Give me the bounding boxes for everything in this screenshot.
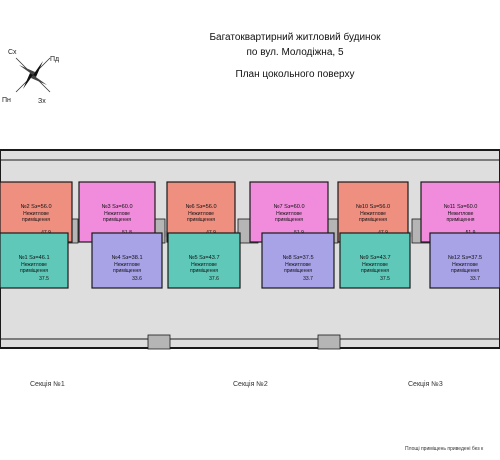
compass-label-se: Зх bbox=[38, 98, 46, 105]
section-label-1: Секція №1 bbox=[30, 381, 65, 388]
room-kind-2: приміщення bbox=[22, 217, 50, 223]
room-area: 37.5 bbox=[380, 276, 390, 282]
plan-title-line3: План цокольного поверху bbox=[235, 69, 355, 80]
room-name: №3 Sз=60.0 bbox=[101, 204, 132, 210]
room-kind-1: Нежитлове bbox=[104, 211, 130, 217]
room-kind-1: Нежитлове bbox=[21, 262, 47, 268]
room-kind-1: Нежитлове bbox=[362, 262, 388, 268]
plan-title-line2: по вул. Молодіжна, 5 bbox=[246, 47, 344, 58]
section-label-3: Секція №3 bbox=[408, 381, 443, 388]
room-kind-2: приміщення bbox=[190, 268, 218, 274]
room-kind-2: приміщення bbox=[361, 268, 389, 274]
room-kind-1: Нежитлове bbox=[285, 262, 311, 268]
top-room-1: №2 Sз=56.0Нежитловеприміщення47.9 bbox=[0, 181, 73, 243]
section-label-2: Секція №2 bbox=[233, 381, 268, 388]
compass-label-nw: Сх bbox=[8, 49, 17, 56]
room-kind-1: Нежитлове bbox=[276, 211, 302, 217]
plan-title-line1: Багатоквартирний житловий будинок bbox=[209, 32, 381, 43]
room-kind-1: Нежитлове bbox=[188, 211, 214, 217]
room-name: №4 Sз=38.1 bbox=[111, 255, 142, 261]
room-kind-2: приміщення bbox=[187, 217, 215, 223]
compass-label-sw: Пн bbox=[2, 97, 11, 104]
compass-rose-icon: Сх Пд Пн Зх bbox=[2, 49, 59, 105]
room-area: 33.6 bbox=[132, 276, 142, 282]
room-area: 33.7 bbox=[470, 276, 480, 282]
room-name: №11 Sз=60.0 bbox=[444, 204, 478, 210]
room-name: №9 Sз=43.7 bbox=[359, 255, 390, 261]
room-name: №12 Sз=37.5 bbox=[448, 255, 482, 261]
room-kind-1: Нежитлове bbox=[23, 211, 49, 217]
room-kind-1: Нежитлове bbox=[114, 262, 140, 268]
room-kind-1: Нежитлове bbox=[452, 262, 478, 268]
room-area: 33.7 bbox=[303, 276, 313, 282]
area-footnote: Площі приміщень приведені без к bbox=[405, 446, 484, 452]
room-kind-1: Нежитлове bbox=[191, 262, 217, 268]
room-name: №8 Sз=37.5 bbox=[282, 255, 313, 261]
top-room-4: №7 Sз=60.0Нежитловеприміщення51.9 bbox=[249, 181, 329, 243]
room-kind-1: Нежитлове bbox=[360, 211, 386, 217]
top-room-6: №11 Sз=60.0Нежитловеприміщення51.9 bbox=[420, 181, 500, 243]
room-kind-2: приміщення bbox=[447, 217, 475, 223]
room-kind-1: Нежитлове bbox=[448, 211, 474, 217]
room-kind-2: приміщення bbox=[359, 217, 387, 223]
room-name: №2 Sз=56.0 bbox=[20, 204, 51, 210]
compass-label-ne: Пд bbox=[50, 56, 59, 63]
room-kind-2: приміщення bbox=[451, 268, 479, 274]
room-kind-2: приміщення bbox=[103, 217, 131, 223]
room-kind-2: приміщення bbox=[275, 217, 303, 223]
room-name: №1 Sз=46.1 bbox=[18, 255, 49, 261]
room-kind-2: приміщення bbox=[20, 268, 48, 274]
room-area: 37.5 bbox=[39, 276, 49, 282]
room-kind-2: приміщення bbox=[113, 268, 141, 274]
room-area: 37.6 bbox=[209, 276, 219, 282]
room-kind-2: приміщення bbox=[284, 268, 312, 274]
room-name: №5 Sз=43.7 bbox=[188, 255, 219, 261]
room-name: №7 Sз=60.0 bbox=[273, 204, 304, 210]
room-name: №6 Sз=56.0 bbox=[185, 204, 216, 210]
room-name: №10 Sз=56.0 bbox=[356, 204, 390, 210]
